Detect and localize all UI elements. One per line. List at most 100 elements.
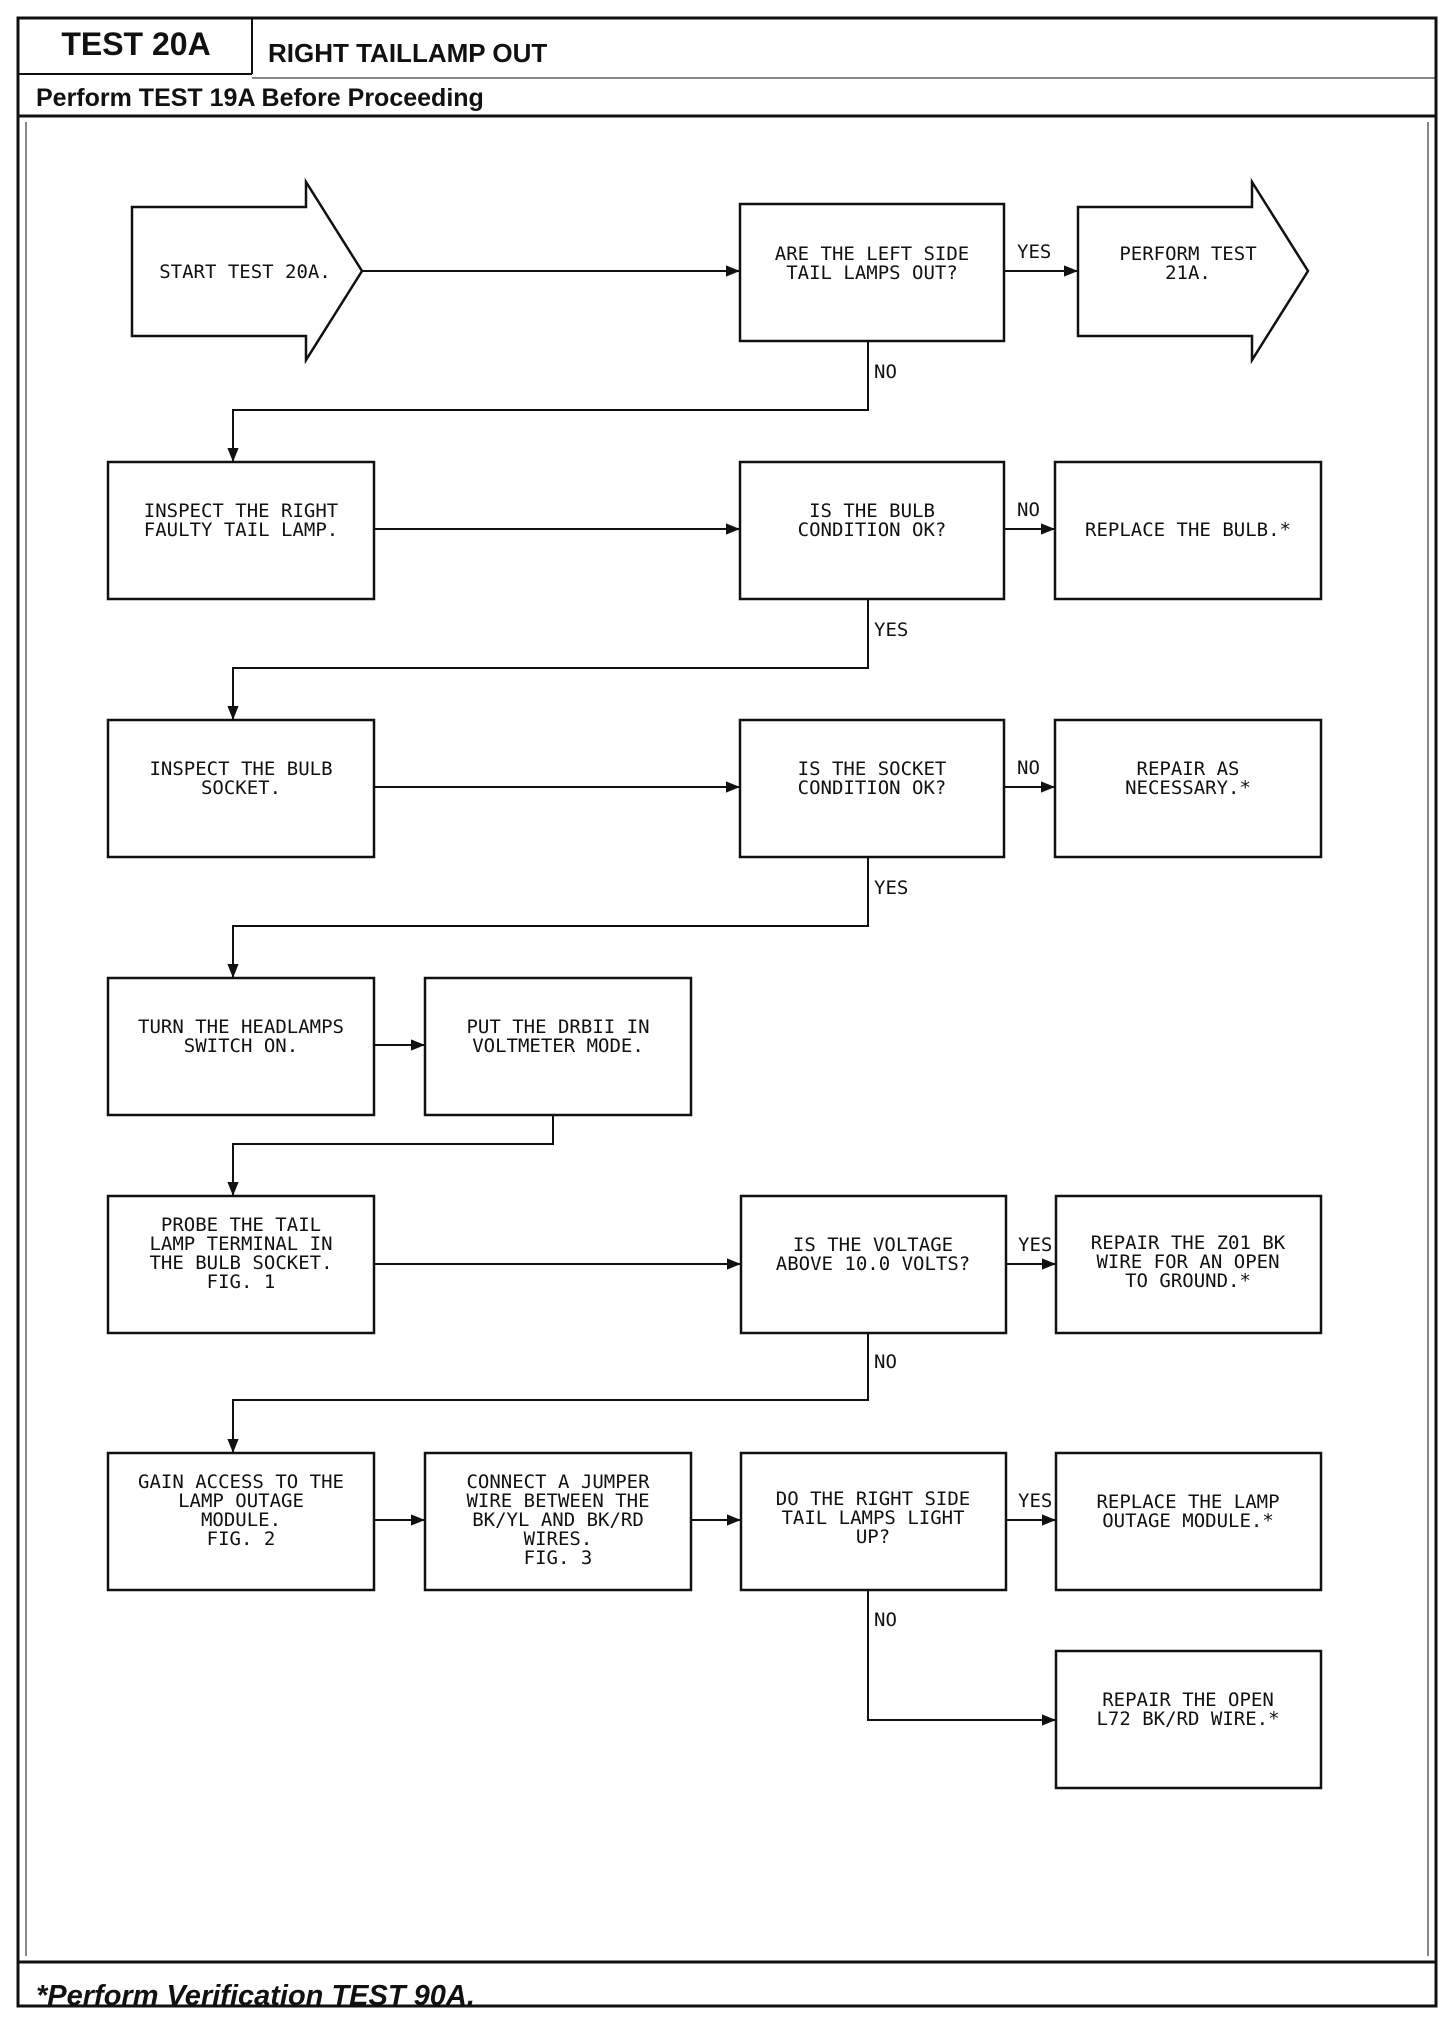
node-text-line: PUT THE DRBII IN <box>466 1016 649 1038</box>
branch-label-q4-no: NO <box>874 1351 897 1373</box>
node-text-line: TAIL LAMPS OUT? <box>786 262 958 284</box>
node-text-line: TAIL LAMPS LIGHT <box>781 1507 964 1529</box>
node-text-line: SOCKET. <box>201 777 281 799</box>
node-text-line: UP? <box>856 1526 890 1548</box>
start-test-text: START TEST 20A. <box>159 261 331 283</box>
start-arrow-shape <box>130 177 364 365</box>
node-text-line: IS THE VOLTAGE <box>793 1234 953 1256</box>
branch-label-q5-no: NO <box>874 1609 897 1631</box>
node-text-line: L72 BK/RD WIRE.* <box>1096 1708 1279 1730</box>
node-text-line: REPAIR THE Z01 BK <box>1091 1232 1286 1254</box>
node-text-line: PERFORM TEST <box>1119 243 1256 265</box>
node-text-line: INSPECT THE BULB <box>149 758 332 780</box>
node-text-line: NECESSARY.* <box>1125 777 1251 799</box>
node-text-line: CONNECT A JUMPER <box>466 1471 650 1493</box>
node-text-line: FAULTY TAIL LAMP. <box>144 519 338 541</box>
connector-drbii-to-probe <box>227 1115 554 1196</box>
node-text-line: ABOVE 10.0 VOLTS? <box>776 1253 970 1275</box>
bulb-question-box <box>738 460 1006 601</box>
node-text-line: FIG. 1 <box>207 1271 276 1293</box>
connector-q5-no <box>867 1590 1056 1726</box>
node-text-line: LAMP TERMINAL IN <box>149 1233 332 1255</box>
branch-label-q4-yes: YES <box>1018 1234 1052 1256</box>
node-text-line: TO GROUND.* <box>1125 1270 1251 1292</box>
node-text-line: SWITCH ON. <box>184 1035 298 1057</box>
connector-q3-yes <box>227 857 869 978</box>
node-text-line: PROBE THE TAIL <box>161 1214 321 1236</box>
lamps-light-question-box <box>739 1451 1008 1592</box>
branch-label-q2-no: NO <box>1017 499 1040 521</box>
node-text-line: WIRES. <box>524 1528 593 1550</box>
branch-label-q1-yes: YES <box>1017 241 1051 263</box>
turn-headlamps-box <box>106 976 376 1117</box>
node-text-line: REPLACE THE BULB.* <box>1085 519 1291 541</box>
put-drbii-box <box>423 976 693 1117</box>
branch-label-q5-yes: YES <box>1018 1490 1052 1512</box>
node-text-line: WIRE FOR AN OPEN <box>1096 1251 1279 1273</box>
gain-access-box <box>106 1451 376 1592</box>
replace-module-box <box>1054 1451 1323 1592</box>
node-text-line: GAIN ACCESS TO THE <box>138 1471 344 1493</box>
node-text-line: INSPECT THE RIGHT <box>144 500 338 522</box>
node-text-line: CONDITION OK? <box>798 777 947 799</box>
branch-label-q1-no: NO <box>874 361 897 383</box>
node-text-line: BK/YL AND BK/RD <box>472 1509 644 1531</box>
node-text-line: TURN THE HEADLAMPS <box>138 1016 344 1038</box>
connect-jumper-box <box>423 1451 693 1592</box>
node-text-line: FIG. 2 <box>207 1528 276 1550</box>
socket-question-box <box>738 718 1006 859</box>
branch-label-q2-yes: YES <box>874 619 908 641</box>
node-text-line: ARE THE LEFT SIDE <box>775 243 969 265</box>
repair-necessary-box <box>1053 718 1323 859</box>
connector-q2-yes <box>227 599 869 720</box>
perform-test-21a-arrow-shape <box>1076 177 1310 365</box>
node-text-line: IS THE BULB <box>809 500 935 522</box>
node-text-line: OUTAGE MODULE.* <box>1102 1510 1274 1532</box>
node-text-line: IS THE SOCKET <box>798 758 947 780</box>
node-text-line: REPAIR AS <box>1137 758 1240 780</box>
node-text-line: WIRE BETWEEN THE <box>466 1490 649 1512</box>
replace-bulb-box <box>1053 460 1323 601</box>
repair-l72-box <box>1054 1649 1323 1790</box>
prerequisite-note: Perform TEST 19A Before Proceeding <box>36 84 484 112</box>
node-text-line: 21A. <box>1165 262 1211 284</box>
node-text-line: MODULE. <box>201 1509 281 1531</box>
node-text-line: REPLACE THE LAMP <box>1096 1491 1279 1513</box>
node-text-line: CONDITION OK? <box>798 519 947 541</box>
replace-bulb-text: REPLACE THE BULB.* <box>1085 519 1291 541</box>
node-text-line: DO THE RIGHT SIDE <box>776 1488 970 1510</box>
node-text-line: FIG. 3 <box>524 1547 593 1569</box>
inspect-socket-box <box>106 718 376 859</box>
connector-q4-no <box>227 1333 869 1453</box>
node-text-line: VOLTMETER MODE. <box>472 1035 644 1057</box>
branch-label-q3-yes: YES <box>874 877 908 899</box>
page-frame <box>16 16 1438 2008</box>
node-text-line: THE BULB SOCKET. <box>149 1252 332 1274</box>
test-id: TEST 20A <box>61 26 211 62</box>
node-text-line: START TEST 20A. <box>159 261 331 283</box>
connector-q1-no <box>227 341 869 462</box>
node-text-line: REPAIR THE OPEN <box>1102 1689 1274 1711</box>
node-text-line: LAMP OUTAGE <box>178 1490 304 1512</box>
test-title: RIGHT TAILLAMP OUT <box>268 38 548 68</box>
inspect-lamp-box <box>106 460 376 601</box>
left-lamps-question-box <box>738 202 1006 343</box>
